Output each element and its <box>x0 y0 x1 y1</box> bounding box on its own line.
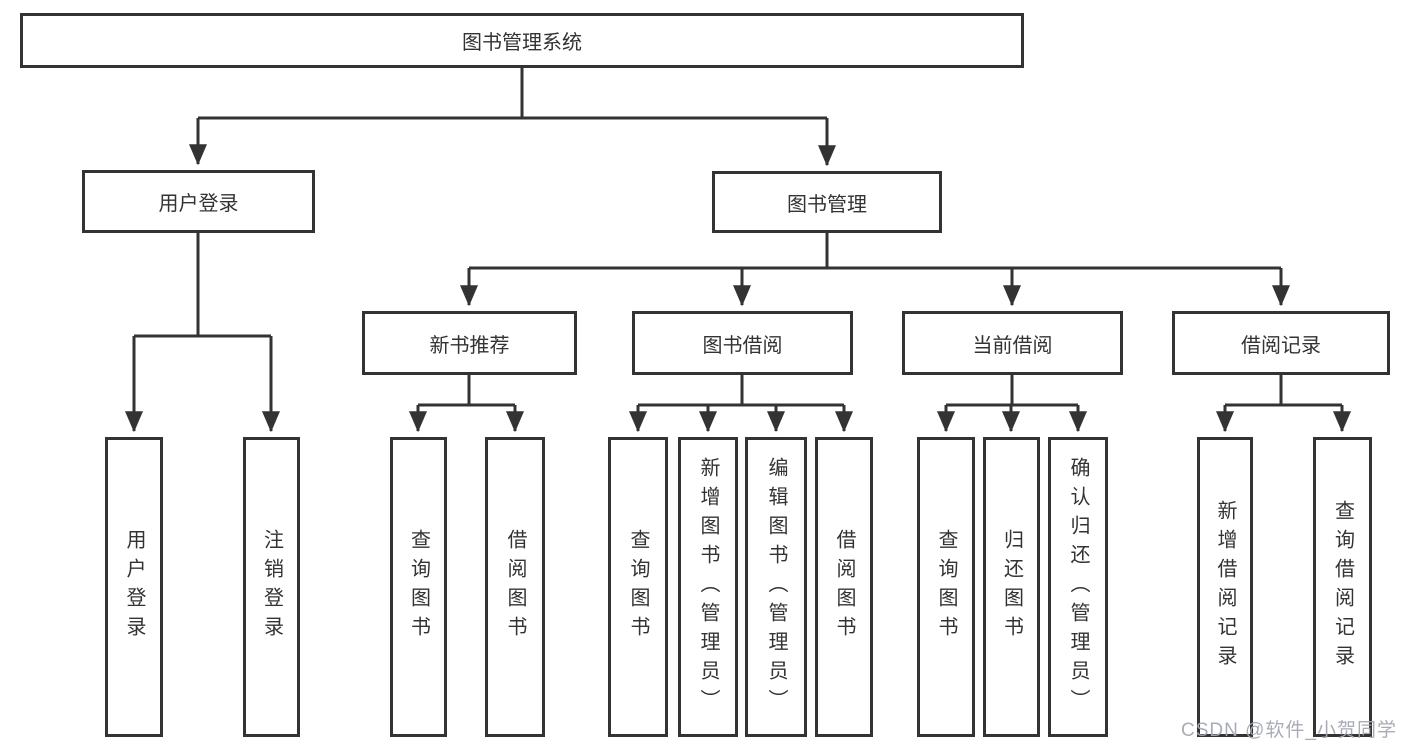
leaf-logout: 注销登录 <box>243 437 300 737</box>
node-book-borrowing: 图书借阅 <box>632 311 853 375</box>
leaf-add-books-admin: 新增图书（管理员） <box>678 437 738 737</box>
leaf-current-query-books: 查询图书 <box>917 437 975 737</box>
leaf-newbook-borrow-books: 借阅图书 <box>485 437 545 737</box>
leaf-edit-books-admin: 编辑图书（管理员） <box>745 437 807 737</box>
node-book-management-module: 图书管理 <box>712 171 942 233</box>
csdn-watermark: CSDN @软件_小贺同学 <box>1181 720 1397 741</box>
node-current-borrowing: 当前借阅 <box>902 311 1123 375</box>
leaf-query-borrow-record: 查询借阅记录 <box>1313 437 1372 737</box>
leaf-borrowing-query-books: 查询图书 <box>608 437 668 737</box>
node-user-login-module: 用户登录 <box>82 170 315 233</box>
node-library-management-system: 图书管理系统 <box>20 13 1024 68</box>
leaf-user-login: 用户登录 <box>105 437 163 737</box>
connector-paths <box>125 68 1351 433</box>
leaf-borrow-books: 借阅图书 <box>815 437 873 737</box>
leaf-newbook-query-books: 查询图书 <box>390 437 447 737</box>
node-new-book-recommendation: 新书推荐 <box>362 311 577 375</box>
leaf-return-books: 归还图书 <box>983 437 1040 737</box>
node-borrowing-records: 借阅记录 <box>1172 311 1390 375</box>
leaf-confirm-return-admin: 确认归还（管理员） <box>1048 437 1108 737</box>
leaf-add-borrow-record: 新增借阅记录 <box>1197 437 1253 737</box>
